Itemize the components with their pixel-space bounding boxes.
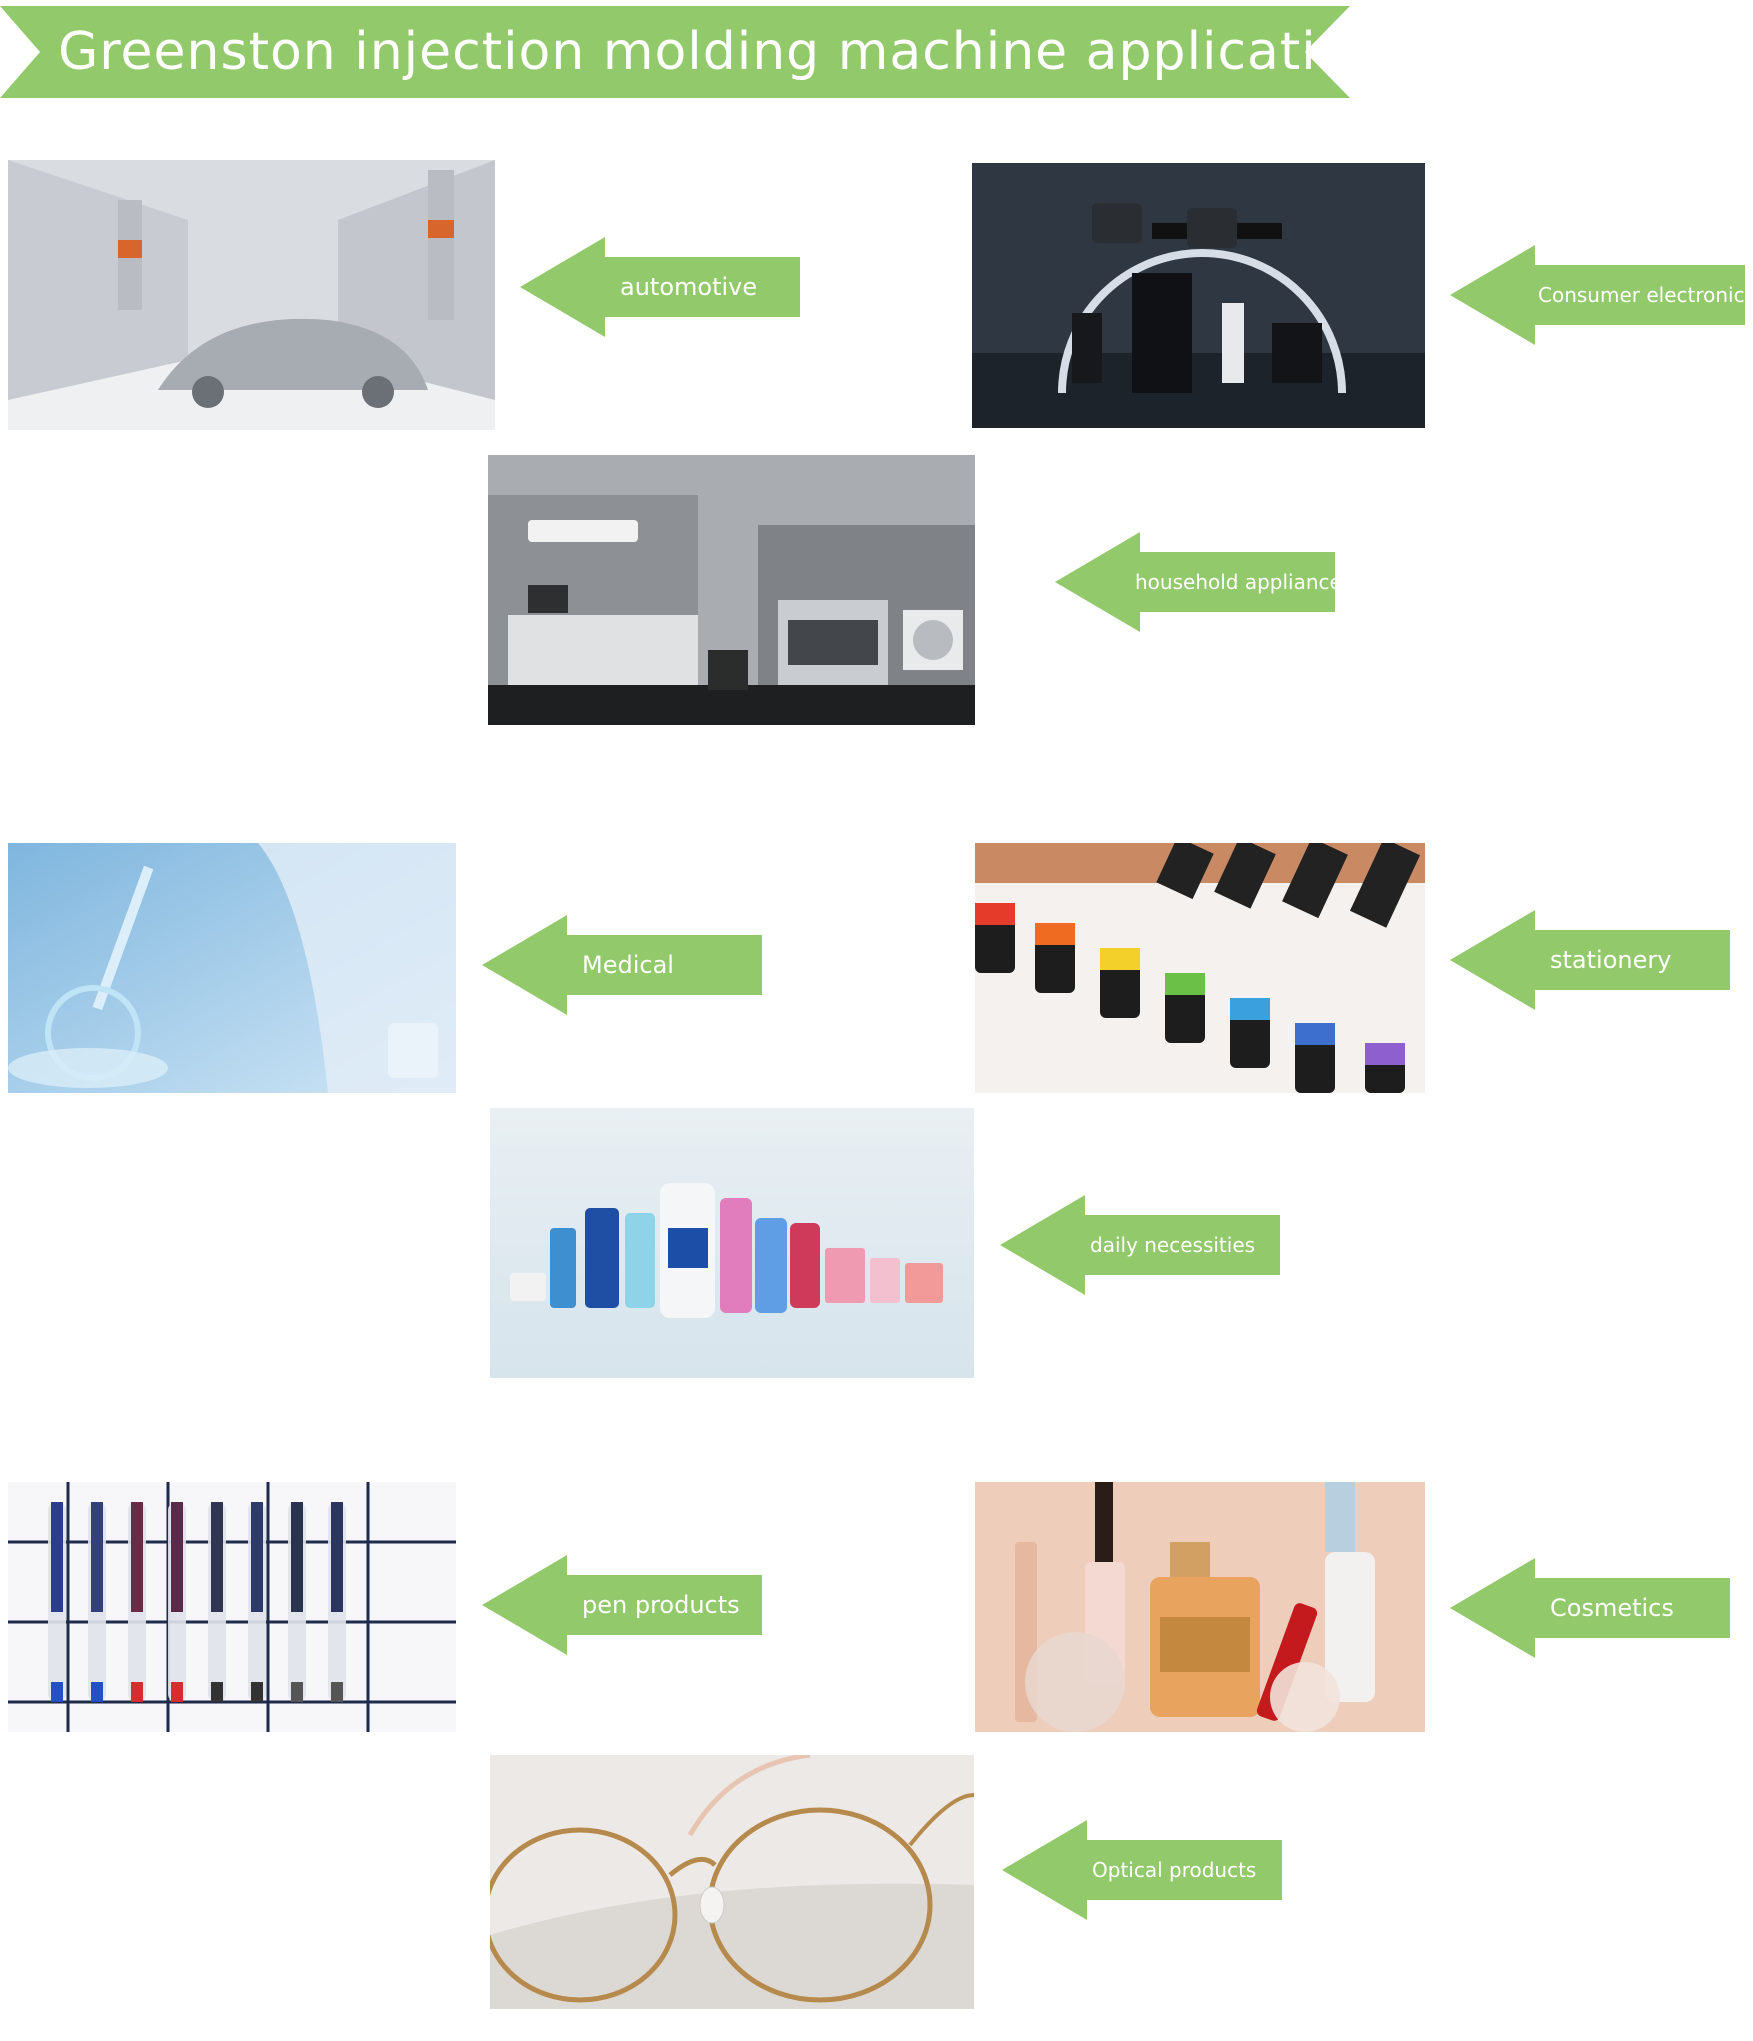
field-label-household-appliance: household appliance	[1135, 570, 1342, 594]
optical-products-arrow: Optical products	[1002, 1820, 1292, 1920]
field-label-pen-products: pen products	[582, 1591, 740, 1619]
stationery-photo	[975, 843, 1425, 1093]
daily-necessities-arrow: daily necessities	[1000, 1195, 1290, 1295]
field-label-consumer-electronics: Consumer electronics	[1538, 283, 1753, 307]
household-appliance-arrow: household appliance	[1055, 532, 1345, 632]
title-banner: Greenston injection molding machine appl…	[0, 6, 1519, 98]
pen-products-arrow: pen products	[482, 1555, 772, 1655]
field-label-daily-necessities: daily necessities	[1090, 1233, 1256, 1257]
optical-products-photo	[490, 1755, 974, 2009]
field-label-medical: Medical	[582, 951, 674, 979]
field-label-stationery: stationery	[1550, 946, 1672, 974]
cosmetics-arrow: Cosmetics	[1450, 1558, 1740, 1658]
medical-photo	[8, 843, 456, 1093]
consumer-electronics-photo	[972, 163, 1425, 428]
field-label-automotive: automotive	[620, 273, 758, 301]
household-appliance-photo	[488, 455, 975, 725]
stationery-arrow: stationery	[1450, 910, 1740, 1010]
daily-necessities-photo	[490, 1108, 974, 1378]
pen-products-photo	[8, 1482, 456, 1732]
medical-arrow: Medical	[482, 915, 772, 1015]
page-title: Greenston injection molding machine appl…	[58, 22, 1519, 82]
consumer-electronics-arrow: Consumer electronics	[1450, 245, 1753, 345]
automotive-photo	[8, 160, 495, 430]
automotive-arrow: automotive	[520, 237, 810, 337]
field-label-cosmetics: Cosmetics	[1550, 1594, 1674, 1622]
field-label-optical-products: Optical products	[1092, 1858, 1257, 1882]
cosmetics-photo	[975, 1482, 1425, 1732]
